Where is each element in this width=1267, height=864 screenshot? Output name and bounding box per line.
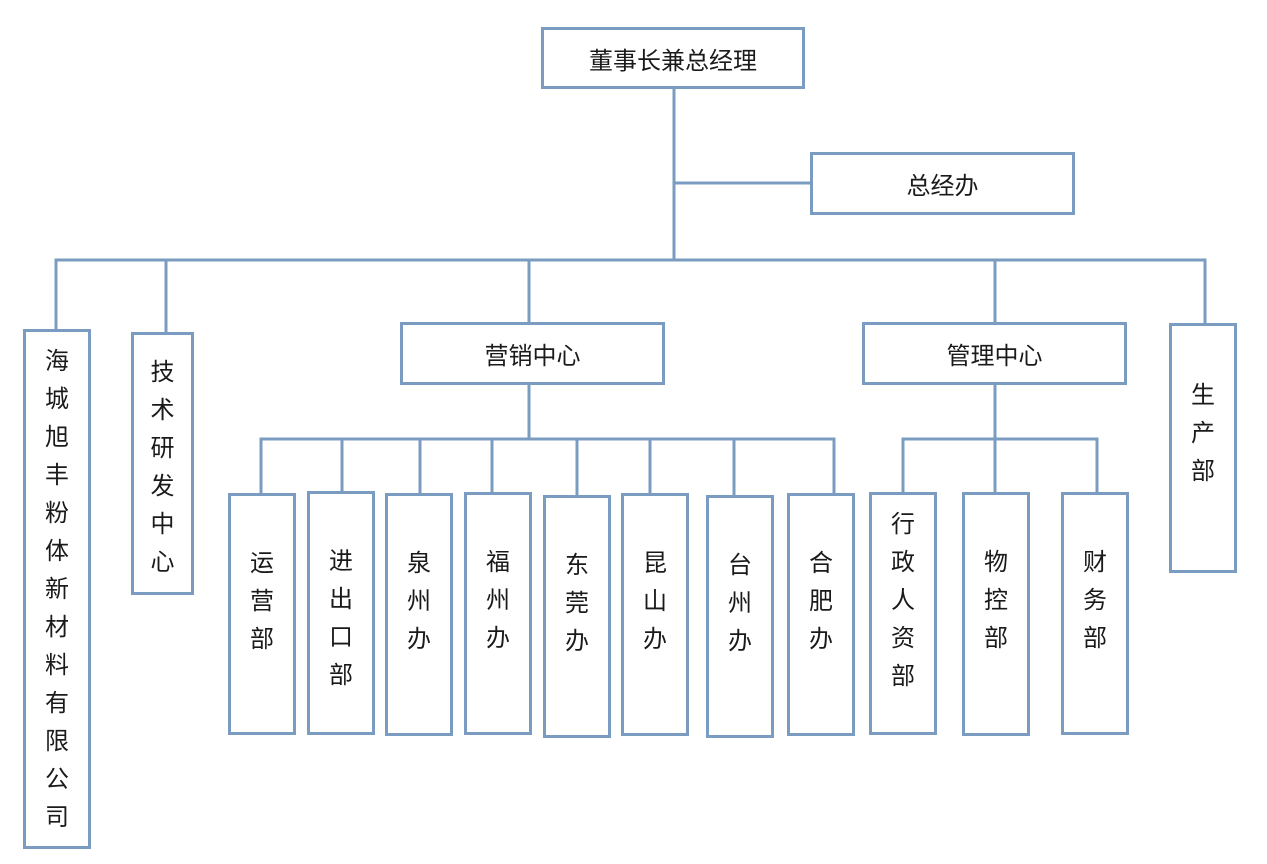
node-dongguan: 东莞办	[543, 495, 611, 738]
node-gm-office-label: 总经办	[906, 172, 979, 200]
node-dongguan-label: 东莞办	[565, 551, 589, 655]
node-hefei: 合肥办	[787, 493, 855, 736]
node-finance-label: 财务部	[1083, 548, 1107, 652]
node-marketing-label: 营销中心	[484, 342, 581, 370]
node-fuzhou-label: 福州办	[486, 548, 510, 652]
node-tech-center-label: 技术研发中心	[150, 358, 175, 576]
node-finance: 财务部	[1061, 492, 1129, 735]
node-haicheng-label: 海城旭丰粉体新材料有限公司	[45, 347, 69, 831]
node-management-label: 管理中心	[946, 342, 1043, 370]
node-taizhou-label: 台州办	[728, 551, 752, 655]
node-operations-label: 运营部	[250, 549, 274, 653]
node-taizhou: 台州办	[706, 495, 774, 738]
node-quanzhou-label: 泉州办	[407, 549, 431, 653]
node-production-label: 生产部	[1191, 381, 1215, 485]
node-tech-center: 技术研发中心	[131, 332, 194, 595]
node-admin-hr-label: 行政人资部	[891, 510, 915, 690]
node-quanzhou: 泉州办	[385, 493, 453, 736]
node-kunshan-label: 昆山办	[643, 549, 667, 653]
node-fuzhou: 福州办	[464, 492, 532, 735]
node-hefei-label: 合肥办	[809, 549, 833, 653]
node-ceo: 董事长兼总经理	[541, 27, 805, 89]
node-material-control-label: 物控部	[984, 548, 1008, 652]
node-material-control: 物控部	[962, 492, 1030, 736]
node-management: 管理中心	[862, 322, 1127, 385]
node-gm-office: 总经办	[810, 152, 1075, 215]
node-haicheng: 海城旭丰粉体新材料有限公司	[23, 329, 91, 849]
node-operations: 运营部	[228, 493, 296, 735]
node-import-export: 进出口部	[307, 491, 375, 735]
node-ceo-label: 董事长兼总经理	[589, 46, 757, 75]
node-import-export-label: 进出口部	[329, 547, 353, 689]
node-admin-hr: 行政人资部	[869, 492, 937, 735]
node-kunshan: 昆山办	[621, 493, 689, 736]
node-marketing: 营销中心	[400, 322, 665, 385]
node-production: 生产部	[1169, 323, 1237, 573]
